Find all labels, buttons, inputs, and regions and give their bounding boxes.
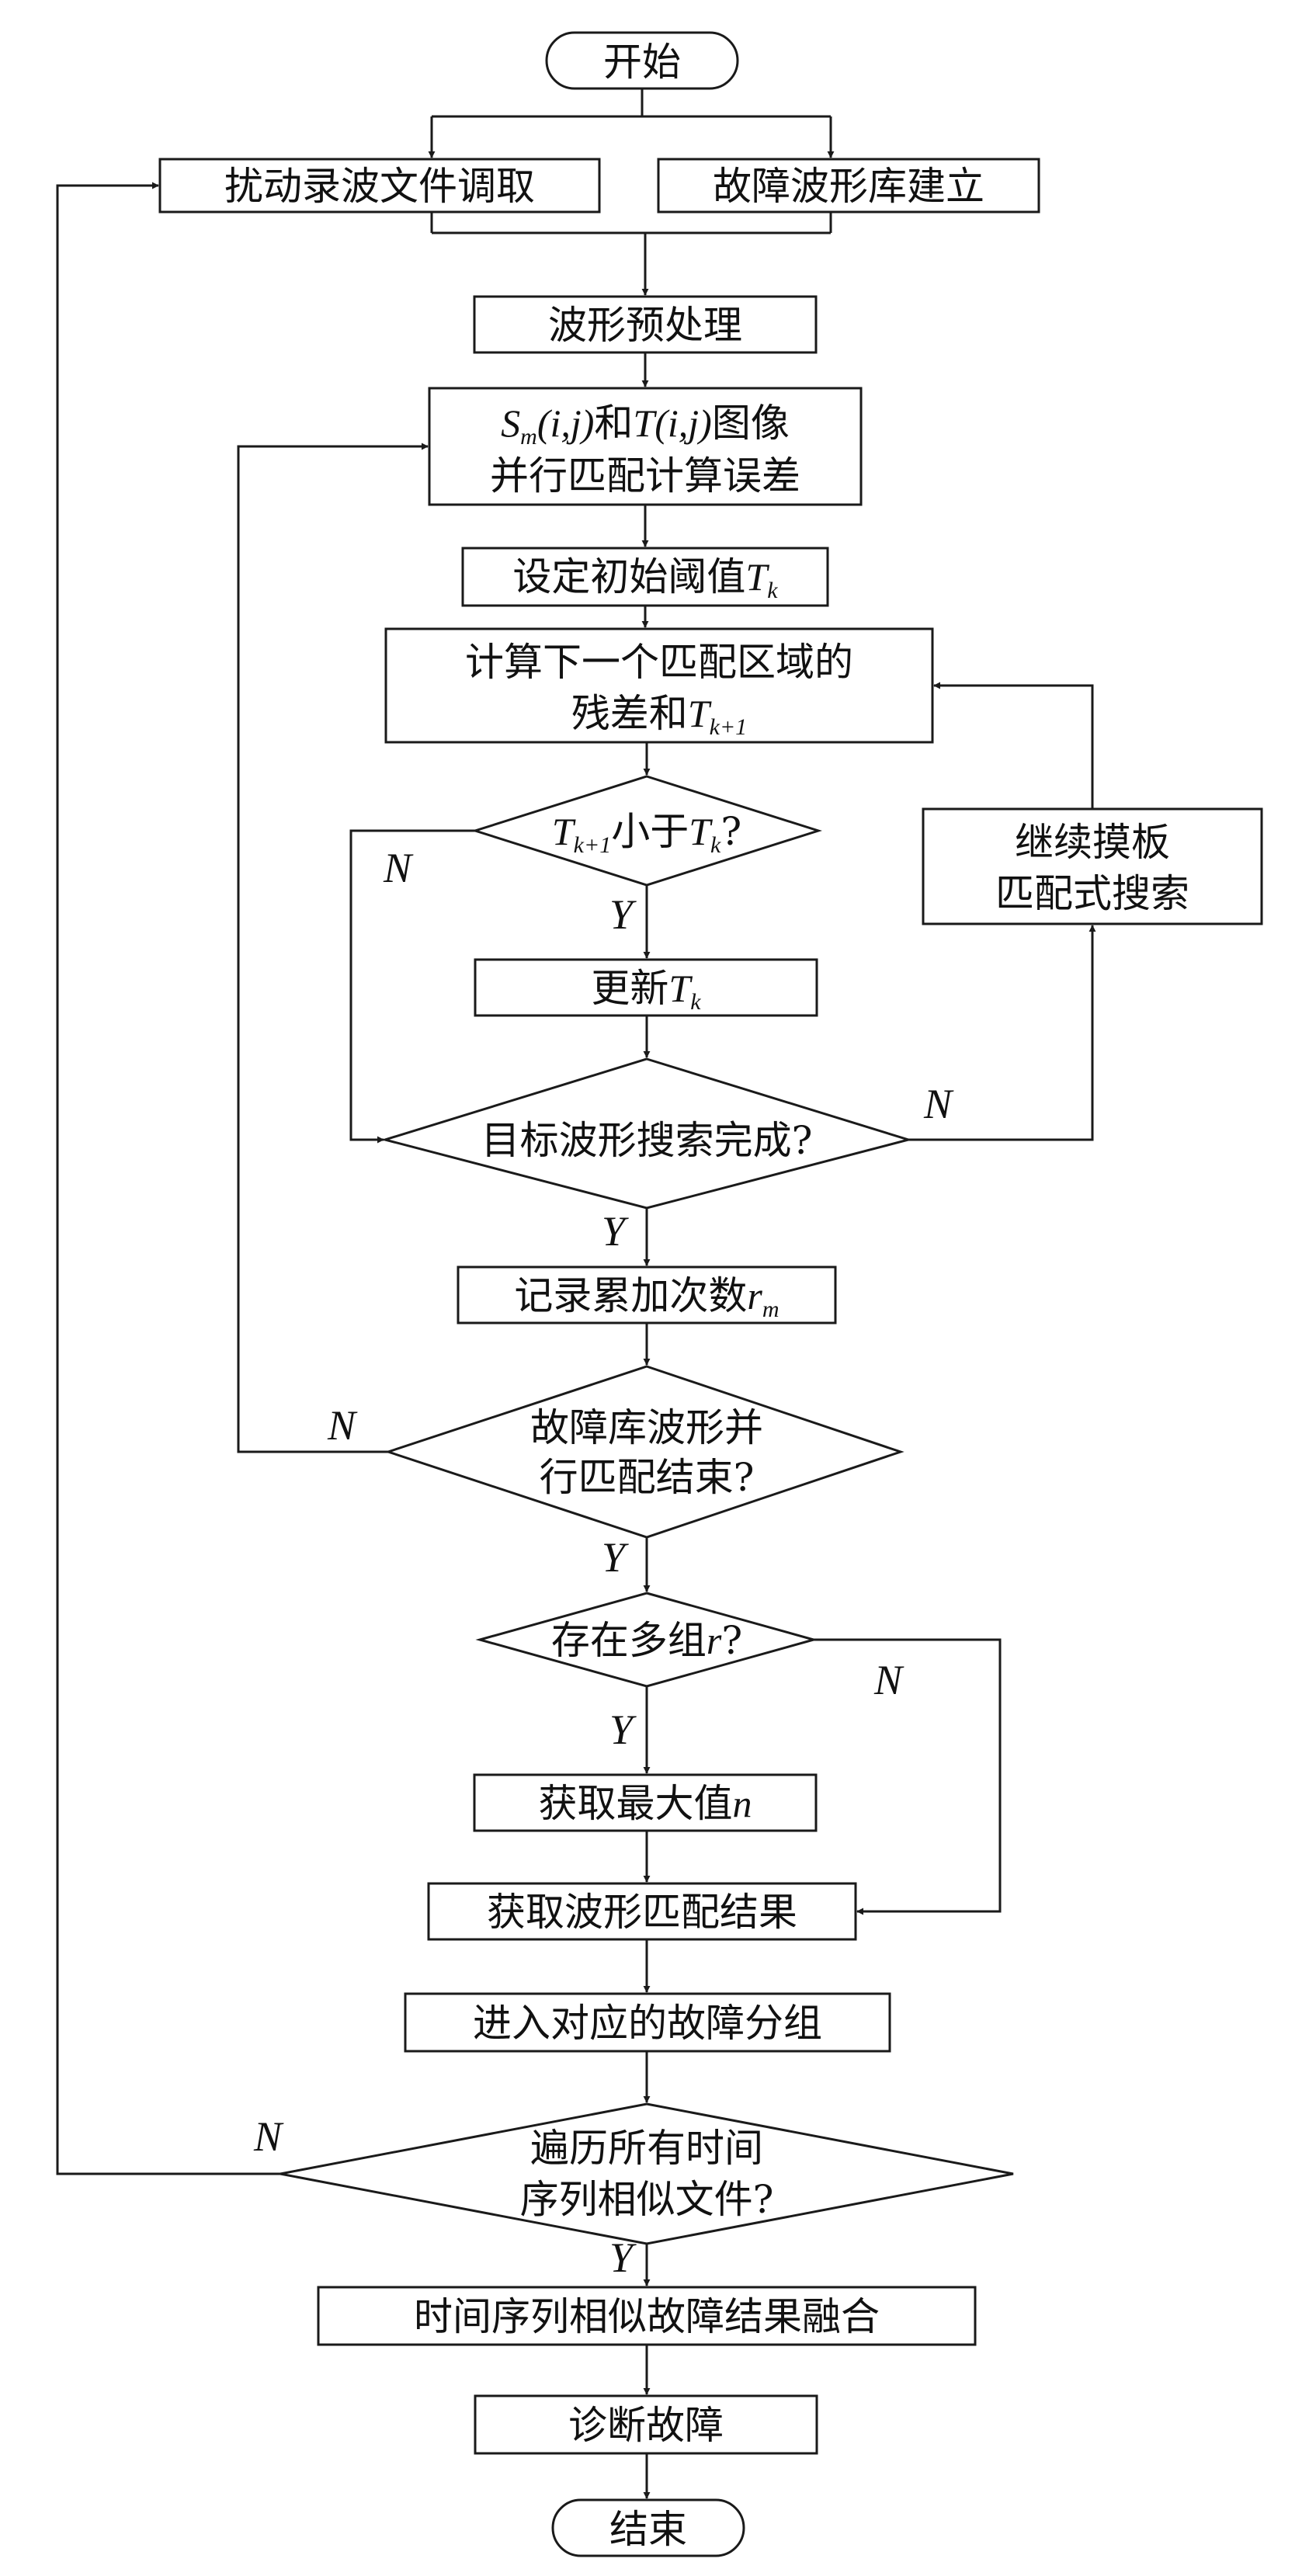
connector-decision1-no [349, 829, 475, 1144]
record-box [457, 1265, 837, 1324]
label-d4-yes: Y [609, 1706, 637, 1753]
connector-decision4-no [814, 1638, 1002, 1915]
start-label: 开始 [603, 40, 681, 85]
match-label-line2: 并行匹配计算误差 [490, 453, 800, 498]
retrieve-box [158, 158, 601, 214]
preprocess-box [473, 295, 818, 354]
decision-threshold-label: Tk+1小于Tk? [552, 809, 741, 858]
update-box [474, 958, 818, 1017]
continue-label-line2: 匹配式搜索 [995, 871, 1189, 916]
threshold-label: 设定初始阈值Tk [512, 554, 778, 603]
compute-label-line1: 计算下一个匹配区域的 [465, 640, 853, 685]
library-box [657, 158, 1040, 214]
preprocess-label: 波形预处理 [548, 303, 742, 348]
record-label: 记录累加次数rm [514, 1273, 779, 1322]
library-label: 故障波形库建立 [713, 164, 984, 209]
decision-library-line2: 行匹配结束? [540, 1455, 755, 1500]
label-d5-no: N [253, 2113, 284, 2160]
retrieve-label: 扰动录波文件调取 [224, 164, 535, 209]
label-d5-yes: Y [609, 2234, 637, 2281]
decision-traverse-line1: 遍历所有时间 [530, 2126, 763, 2171]
connector-decision2-no [908, 925, 1096, 1141]
decision-library-line1: 故障库波形并 [530, 1405, 763, 1450]
continue-label-line1: 继续摸板 [1015, 820, 1170, 865]
diagnose-label: 诊断故障 [568, 2403, 724, 2448]
decision-traverse-diamond [280, 2102, 1014, 2245]
connector-decision5-no [56, 182, 280, 2175]
max-value-box [473, 1773, 818, 1832]
decision-search-label: 目标波形搜索完成? [481, 1118, 813, 1163]
continue-box [922, 807, 1263, 925]
fusion-label: 时间序列相似故障结果融合 [414, 2294, 880, 2339]
connector-continue-to-compute [933, 682, 1094, 809]
update-label: 更新Tk [591, 966, 701, 1015]
label-d2-no: N [923, 1081, 954, 1127]
end-label: 结束 [609, 2507, 687, 2552]
compute-box [384, 627, 934, 744]
group-label: 进入对应的故障分组 [473, 2001, 822, 2046]
decision-traverse-line2: 序列相似文件? [520, 2177, 774, 2222]
label-d4-no: N [873, 1657, 904, 1703]
label-d3-no: N [327, 1402, 358, 1449]
connector-decision3-no [237, 443, 429, 1453]
label-d2-yes: Y [602, 1208, 629, 1255]
compute-label-line2: 残差和Tk+1 [571, 691, 747, 740]
label-d1-no: N [383, 845, 414, 891]
diagnose-box [474, 2394, 818, 2455]
label-d1-yes: Y [609, 891, 637, 938]
result-label: 获取波形匹配结果 [487, 1890, 797, 1935]
label-d3-yes: Y [602, 1534, 629, 1581]
decision-library-diamond [384, 1365, 904, 1539]
match-label-line1: Sm(i,j)和T(i,j)图像 [501, 401, 790, 450]
end-terminal [551, 2498, 745, 2557]
result-box [427, 1882, 857, 1941]
group-box [404, 1992, 891, 2053]
max-value-label: 获取最大值n [539, 1781, 752, 1826]
fusion-box [317, 2286, 977, 2346]
decision-multi-r-label: 存在多组r? [551, 1618, 742, 1663]
